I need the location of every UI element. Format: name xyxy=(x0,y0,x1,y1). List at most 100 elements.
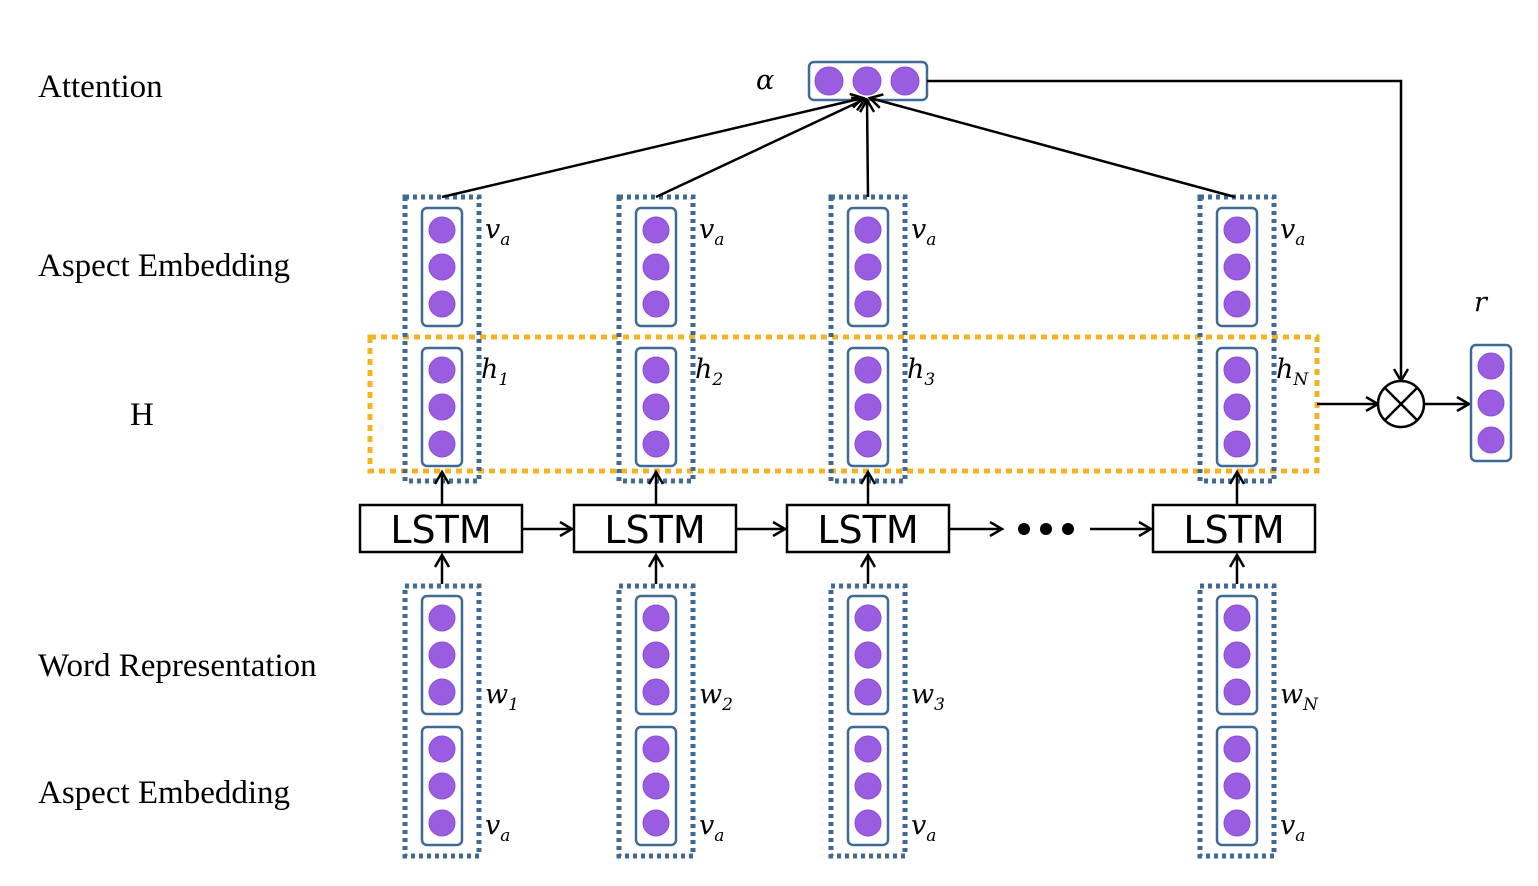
output-node xyxy=(1477,389,1505,417)
aspect-embedding-bottom-vector-node xyxy=(854,735,882,763)
aspect-embedding-top-vector-box xyxy=(1215,206,1259,328)
label-aspect-top: va xyxy=(1280,214,1305,250)
hidden-state-vector-node xyxy=(1223,393,1251,421)
hidden-state-vector-box xyxy=(846,346,890,468)
output-node xyxy=(1477,426,1505,454)
concat-group-bottom xyxy=(1197,583,1277,859)
aspect-embedding-bottom-vector-node xyxy=(428,735,456,763)
aspect-embedding-top-vector-node xyxy=(854,290,882,318)
word-vector-node xyxy=(642,641,670,669)
word-vector xyxy=(1215,594,1259,716)
word-vector-node xyxy=(854,678,882,706)
label-word: w2 xyxy=(699,679,733,715)
aspect-embedding-bottom-vector-node xyxy=(854,809,882,837)
hidden-state-vector-node xyxy=(642,356,670,384)
arrow-to-attention-3 xyxy=(867,100,868,198)
aspect-embedding-bottom-vector xyxy=(846,725,890,847)
word-vector-node xyxy=(854,604,882,632)
hidden-states-group xyxy=(367,334,1320,474)
aspect-embedding-top-vector-node xyxy=(428,216,456,244)
label-aspect-top: va xyxy=(699,214,724,250)
row-label-attention: Attention xyxy=(38,69,163,105)
hidden-state-vector-node xyxy=(854,393,882,421)
word-vector-node xyxy=(854,641,882,669)
aspect-embedding-bottom-vector-node xyxy=(642,809,670,837)
aspect-embedding-bottom-vector-node xyxy=(1223,735,1251,763)
aspect-embedding-top-vector-node xyxy=(854,253,882,281)
aspect-embedding-top-vector-node xyxy=(428,290,456,318)
aspect-embedding-top-vector xyxy=(420,206,464,328)
word-vector xyxy=(846,594,890,716)
aspect-embedding-bottom-vector-node xyxy=(642,772,670,800)
lstm-label: LSTM xyxy=(817,508,918,552)
aspect-embedding-top-vector-node xyxy=(642,216,670,244)
word-vector-node xyxy=(428,604,456,632)
word-vector-box xyxy=(1215,594,1259,716)
hidden-state-vector-node xyxy=(642,393,670,421)
aspect-embedding-top-vector xyxy=(846,206,890,328)
output-vector-box xyxy=(1469,343,1513,463)
word-vector-box xyxy=(846,594,890,716)
lstm-box xyxy=(358,503,524,554)
word-vector-box xyxy=(634,594,678,716)
label-aspect-bottom: va xyxy=(911,810,936,846)
aspect-embedding-top-vector-node xyxy=(1223,290,1251,318)
aspect-embedding-bottom-vector-box xyxy=(420,725,464,847)
lstm-box xyxy=(572,503,738,554)
aspect-embedding-top-vector-node xyxy=(1223,216,1251,244)
aspect-embedding-bottom-vector-node xyxy=(428,772,456,800)
aspect-embedding-top-vector-node xyxy=(642,253,670,281)
output-node xyxy=(1477,352,1505,380)
arrow-to-attention-1 xyxy=(441,98,863,199)
hidden-state-vector-node xyxy=(854,356,882,384)
aspect-embedding-bottom-vector-box xyxy=(846,725,890,847)
hidden-state-vector-node xyxy=(428,430,456,458)
lstm-cell-3: LSTM xyxy=(785,503,951,554)
output-vector xyxy=(1469,343,1513,463)
label-word: wN xyxy=(1280,679,1319,715)
aspect-embedding-bottom-vector xyxy=(634,725,678,847)
aspect-embedding-bottom-vector-node xyxy=(1223,809,1251,837)
output-r-symbol: r xyxy=(1474,287,1489,318)
aspect-embedding-top-vector xyxy=(1215,206,1259,328)
attention-node xyxy=(814,66,844,96)
aspect-embedding-top-vector-node xyxy=(1223,253,1251,281)
hidden-state-vector-node xyxy=(854,430,882,458)
aspect-embedding-top-vector-box xyxy=(634,206,678,328)
aspect-embedding-bottom-vector-node xyxy=(854,772,882,800)
word-vector xyxy=(420,594,464,716)
label-hidden: h2 xyxy=(695,354,723,390)
aspect-embedding-top-vector-node xyxy=(854,216,882,244)
label-hidden: hN xyxy=(1276,354,1309,390)
hidden-state-vector-node xyxy=(642,430,670,458)
word-vector-node xyxy=(642,678,670,706)
arrow-to-attention-2 xyxy=(655,99,865,199)
label-aspect-top: va xyxy=(911,214,936,250)
lstm-label: LSTM xyxy=(390,508,491,552)
aspect-embedding-bottom-vector-node xyxy=(428,809,456,837)
word-vector-node xyxy=(428,641,456,669)
aspect-embedding-top-vector xyxy=(634,206,678,328)
hidden-state-vector-node xyxy=(1223,356,1251,384)
lstm-label: LSTM xyxy=(1183,508,1284,552)
attention-alpha-symbol: α xyxy=(756,65,774,96)
lstm-label: LSTM xyxy=(604,508,705,552)
arrow-to-attention-4 xyxy=(870,98,1236,199)
concat-group-bottom xyxy=(402,583,482,859)
aspect-embedding-bottom-vector-box xyxy=(634,725,678,847)
hidden-state-vector xyxy=(846,346,890,468)
aspect-embedding-bottom-vector-node xyxy=(642,735,670,763)
hidden-state-vector-node xyxy=(428,393,456,421)
lstm-cell-4: LSTM xyxy=(1151,503,1317,554)
hidden-state-vector xyxy=(420,346,464,468)
label-word: w3 xyxy=(911,679,945,715)
hidden-state-vector-box xyxy=(1215,346,1259,468)
lstm-cell-2: LSTM xyxy=(572,503,738,554)
arrow-attention-to-product xyxy=(927,79,1401,381)
aspect-embedding-top-vector-box xyxy=(420,206,464,328)
row-label-aspect-embedding-top: Aspect Embedding xyxy=(38,248,290,284)
hidden-state-vector-box xyxy=(634,346,678,468)
